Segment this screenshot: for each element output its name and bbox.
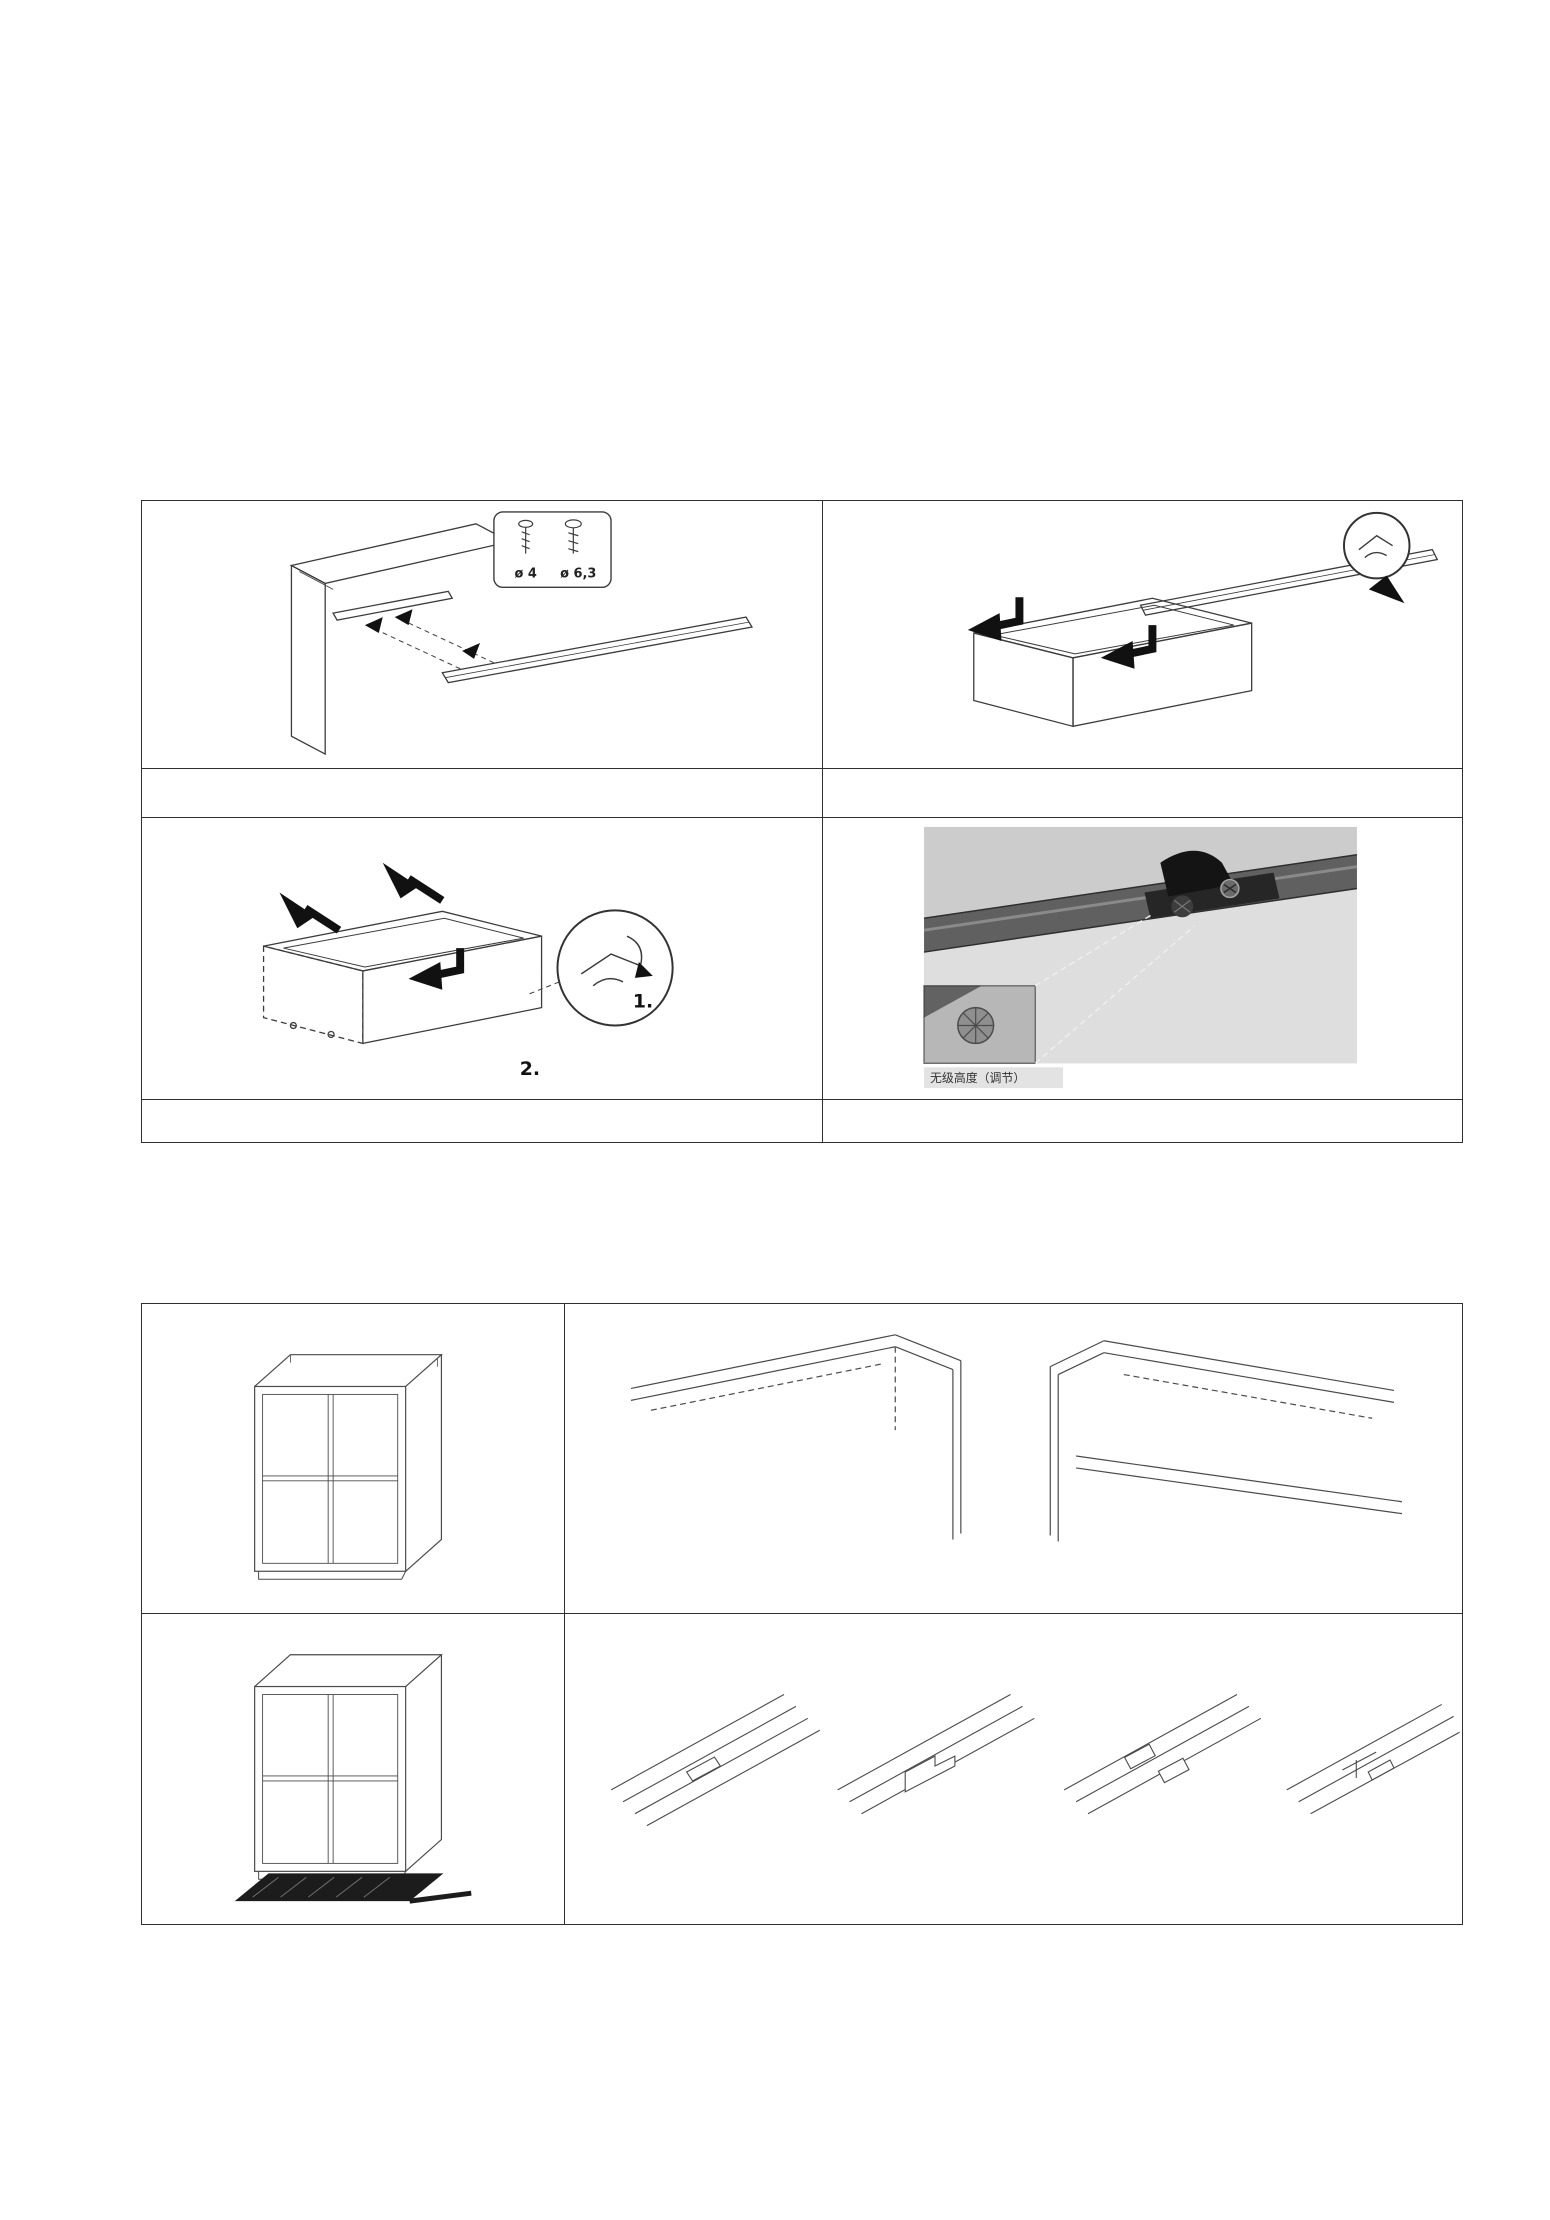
screw-detail-box: ø 4 ø 6,3 [492, 510, 612, 588]
rail-profile-1-drawing [610, 1694, 821, 1827]
cell-height-adjustment-photo: 无级高度（调节） [823, 818, 1462, 1100]
diagram-drawer-insert [967, 511, 1439, 727]
spacer-row-bottom-left [142, 1100, 823, 1142]
rotate-arrowhead-icon [634, 961, 653, 978]
bold-arrow-icon [994, 596, 1157, 658]
direction-arrow-icon [364, 608, 480, 659]
cell-wardrobe-with-rail [142, 1614, 565, 1924]
screw-icon [564, 518, 582, 554]
spacer-row-left [142, 769, 823, 818]
wardrobe-drawing [253, 1654, 443, 1880]
drawer-runner-instruction-table: ø 4 ø 6,3 [141, 500, 1463, 1143]
cabinet-frame-instruction-table [141, 1303, 1463, 1925]
corner-detail-right-drawing [1049, 1339, 1403, 1541]
release-lever-drawing [580, 934, 642, 986]
catch-hook-drawing [1358, 534, 1393, 558]
screw-size-small-label: ø 4 [514, 566, 536, 581]
photo-height-adjustment: 无级高度（调节） [923, 826, 1358, 1088]
photo-inset-detail [923, 913, 1195, 1064]
cell-corner-details [565, 1304, 1462, 1614]
spacer-row-bottom-right [823, 1100, 1462, 1142]
cell-rail-profile-details [565, 1614, 1462, 1924]
spacer-row-right [823, 769, 1462, 818]
adjustment-clamp-photo [1144, 850, 1280, 918]
rail-profile-4-drawing [1286, 1703, 1460, 1815]
diagram-wardrobe-with-rail [234, 1654, 472, 1904]
rail-profile-2-drawing [837, 1694, 1035, 1815]
screw-icon [517, 519, 533, 554]
diagram-wardrobe-frame [253, 1353, 443, 1580]
wardrobe-drawing [253, 1353, 443, 1580]
bold-arrow-icon [302, 874, 464, 979]
cell-runner-mounting: ø 4 ø 6,3 [142, 501, 823, 769]
magnifier-circle-icon [1342, 511, 1411, 579]
drawer-drawing [262, 910, 560, 1044]
cell-drawer-removal: 1. 2. [142, 818, 823, 1100]
bold-arrowhead-icon [967, 612, 1135, 669]
cell-drawer-insert [823, 501, 1462, 769]
height-adjust-caption: 无级高度（调节） [930, 1071, 1025, 1085]
screw-size-large-label: ø 6,3 [560, 566, 596, 581]
magnifier-detail: 1. [555, 908, 674, 1027]
diagram-drawer-removal: 1. 2. [262, 862, 674, 1080]
drawer-drawing [973, 597, 1253, 727]
caption-background [924, 1066, 1064, 1088]
diagram-rail-profiles [610, 1694, 1460, 1827]
runner-drawing [331, 590, 753, 683]
step-2-label: 2. [519, 1058, 539, 1080]
pointer-arrow-icon [1368, 574, 1405, 603]
cabinet-corner-drawing [289, 522, 512, 755]
cell-wardrobe-frame [142, 1304, 565, 1614]
magnifier-circle-icon [555, 908, 674, 1027]
diagram-corner-details [630, 1333, 1403, 1541]
diagram-runner-mounting: ø 4 ø 6,3 [289, 510, 753, 755]
bottom-rail-drawing [234, 1873, 472, 1904]
bold-arrowhead-icon [278, 862, 442, 990]
corner-detail-left-drawing [630, 1333, 962, 1539]
magnifier-detail [1342, 511, 1411, 603]
rail-profile-3-drawing [1063, 1694, 1262, 1815]
step-1-label: 1. [632, 990, 652, 1012]
